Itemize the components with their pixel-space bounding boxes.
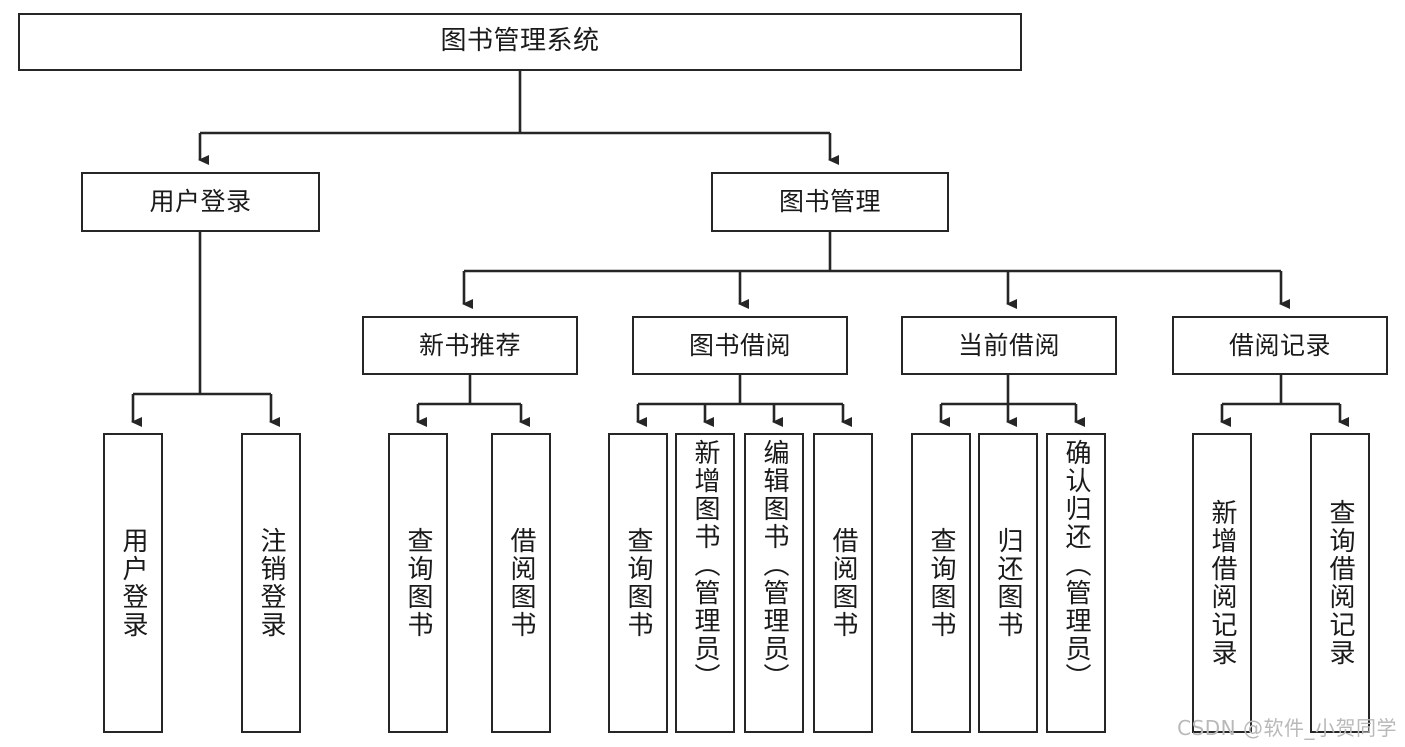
leaf-edit-book[interactable]: 编辑图书（管理员） xyxy=(744,433,804,733)
leaf-query-book-current[interactable]: 查询图书 xyxy=(911,433,971,733)
node-label: 查询借阅记录 xyxy=(1325,499,1355,667)
node-borrow-record[interactable]: 借阅记录 xyxy=(1172,316,1388,375)
node-label: 编辑图书（管理员） xyxy=(759,439,789,691)
leaf-add-borrow-record[interactable]: 新增借阅记录 xyxy=(1192,433,1252,733)
node-user-login[interactable]: 用户登录 xyxy=(81,172,320,232)
node-label: 借阅图书 xyxy=(506,527,536,639)
node-label: 新增借阅记录 xyxy=(1207,499,1237,667)
leaf-query-borrow-record[interactable]: 查询借阅记录 xyxy=(1310,433,1370,733)
node-book-borrow[interactable]: 图书借阅 xyxy=(632,316,848,375)
node-label: 用户登录 xyxy=(149,187,252,216)
node-label: 查询图书 xyxy=(623,527,653,639)
node-new-book-recommend[interactable]: 新书推荐 xyxy=(362,316,578,375)
watermark-text: CSDN @软件_小贺同学 xyxy=(1177,716,1397,740)
node-label: 借阅图书 xyxy=(828,527,858,639)
node-label: 注销登录 xyxy=(256,527,286,639)
leaf-query-book-recommend[interactable]: 查询图书 xyxy=(388,433,448,733)
leaf-return-book[interactable]: 归还图书 xyxy=(978,433,1038,733)
leaf-borrow-book[interactable]: 借阅图书 xyxy=(813,433,873,733)
node-label: 查询图书 xyxy=(926,527,956,639)
leaf-add-book[interactable]: 新增图书（管理员） xyxy=(675,433,735,733)
node-label: 图书借阅 xyxy=(688,330,791,360)
leaf-logout-login[interactable]: 注销登录 xyxy=(241,433,301,733)
node-label: 新增图书（管理员） xyxy=(690,439,720,691)
leaf-query-book-borrow[interactable]: 查询图书 xyxy=(608,433,668,733)
node-current-borrow[interactable]: 当前借阅 xyxy=(901,316,1117,375)
node-label: 用户登录 xyxy=(118,527,148,639)
node-root-system[interactable]: 图书管理系统 xyxy=(18,13,1022,71)
node-label: 新书推荐 xyxy=(418,330,521,360)
node-label: 归还图书 xyxy=(993,527,1023,639)
node-label: 确认归还（管理员） xyxy=(1061,439,1091,691)
node-label: 图书管理系统 xyxy=(440,26,600,57)
leaf-borrow-book-recommend[interactable]: 借阅图书 xyxy=(491,433,551,733)
node-label: 借阅记录 xyxy=(1228,330,1331,360)
node-label: 查询图书 xyxy=(403,527,433,639)
node-label: 图书管理 xyxy=(778,187,881,216)
leaf-user-login[interactable]: 用户登录 xyxy=(103,433,163,733)
node-book-manage[interactable]: 图书管理 xyxy=(711,172,949,232)
node-label: 当前借阅 xyxy=(957,330,1060,360)
leaf-confirm-return[interactable]: 确认归还（管理员） xyxy=(1046,433,1106,733)
